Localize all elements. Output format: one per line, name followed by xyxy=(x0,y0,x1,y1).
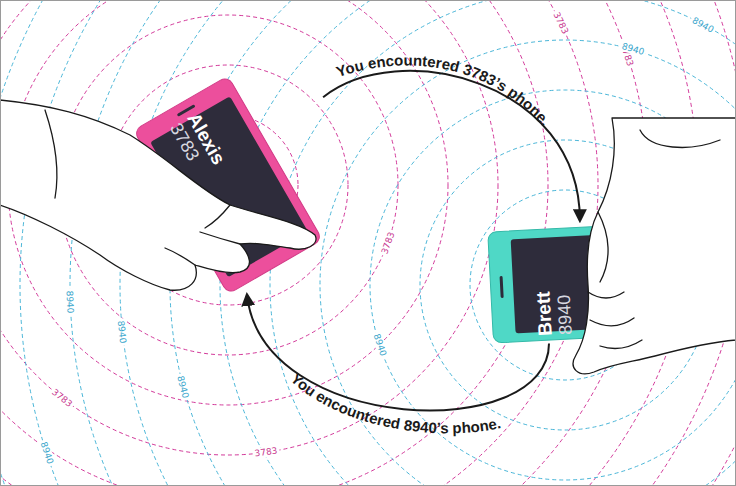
phone-text-block: Brett8940 xyxy=(519,234,588,337)
arrow-label: You encountered 3783’s phone. xyxy=(334,51,554,128)
left-hand-finger-line xyxy=(200,232,240,244)
right-wrist-line xyxy=(640,130,720,147)
right-hand-finger-line xyxy=(600,340,642,349)
left-wrist-line xyxy=(45,110,57,198)
right-hand-thumb-line xyxy=(598,212,608,282)
right-hand xyxy=(573,118,736,374)
left-hand xyxy=(0,100,316,290)
ring-label: 8940 xyxy=(175,373,192,402)
left-hand-finger-line xyxy=(205,205,230,228)
ring-label: 8940 xyxy=(116,318,129,346)
encounter-arrow xyxy=(247,295,549,411)
ring-label: 3783 xyxy=(252,446,280,460)
ring-label: 8940 xyxy=(65,289,76,316)
phone-earpiece xyxy=(500,276,504,298)
arrow-label-path: You encountered 3783’s phone. xyxy=(334,51,554,128)
right-hand-finger-line xyxy=(588,292,624,298)
encounter-arrow xyxy=(323,71,580,221)
owner-name: Brett xyxy=(533,291,556,336)
ring-label: 8940 xyxy=(689,14,717,35)
right-hand-finger-line xyxy=(590,318,634,326)
left-hand-finger-line xyxy=(165,248,195,265)
arrow-label-path: You encountered 8940’s phone. xyxy=(288,370,502,437)
signal-ring xyxy=(270,0,736,486)
ring-label: 3783 xyxy=(378,229,397,258)
ring-label: 3783 xyxy=(550,9,571,38)
ring-label: 8940 xyxy=(38,439,56,468)
ring-label: 3783 xyxy=(48,386,75,410)
arrow-label: You encountered 8940’s phone. xyxy=(288,370,502,437)
phone-id: 8940 xyxy=(554,294,576,335)
ring-label: 8940 xyxy=(371,331,389,360)
